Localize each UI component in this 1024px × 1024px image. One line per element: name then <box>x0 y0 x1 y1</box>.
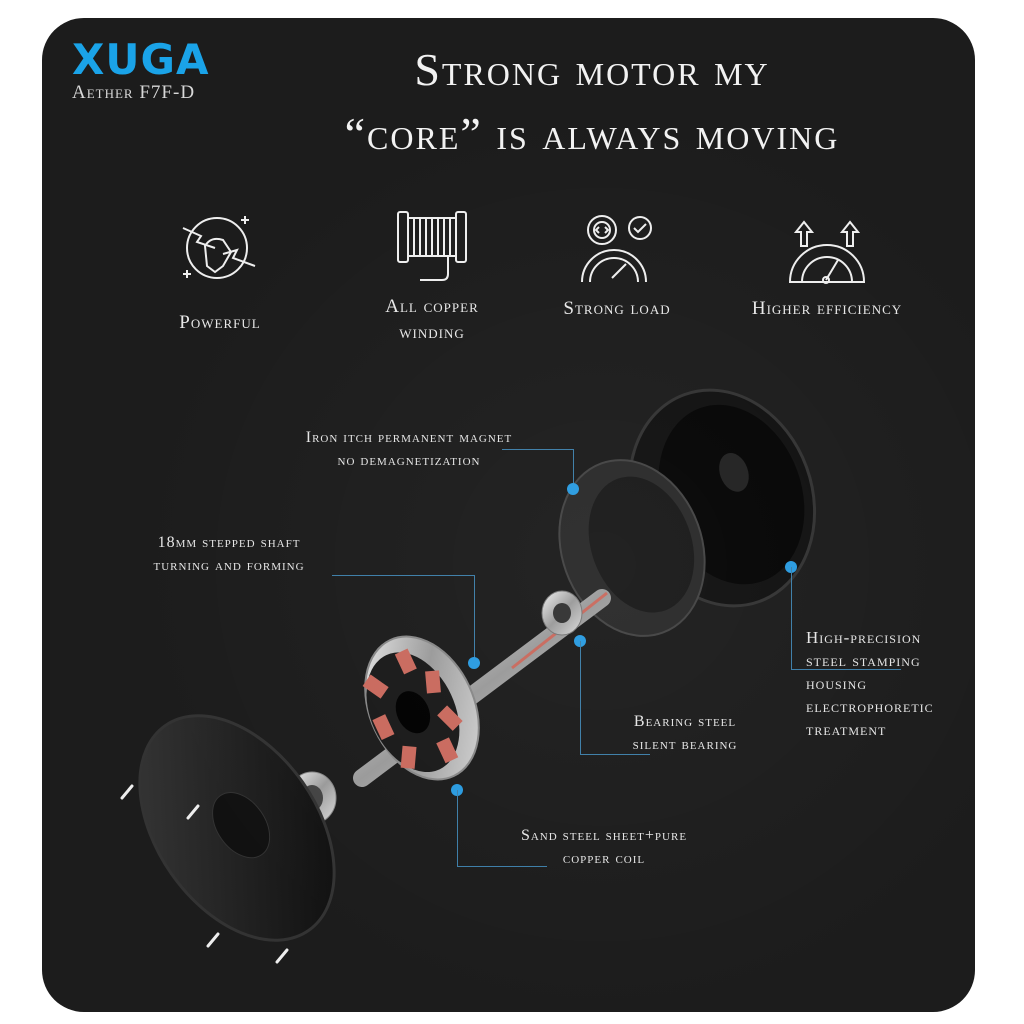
feature-label-line-1: All copper <box>385 296 479 317</box>
callout-line-magnet <box>502 449 574 450</box>
callout-line-stator-v <box>457 790 458 866</box>
headline-line-2: “core” is always moving <box>344 108 840 159</box>
feature-higher-efficiency: Higher efficiency <box>727 206 927 322</box>
callout-shaft-line-1: 18mm stepped shaft <box>157 534 301 551</box>
stator-rotor <box>362 635 480 781</box>
callout-magnet-line-2: no demagnetization <box>337 452 481 469</box>
callout-dot-magnet <box>567 483 579 495</box>
callout-housing: High-precision steel stamping housing el… <box>806 626 975 741</box>
bearing-front <box>541 590 583 636</box>
callout-line-housing <box>791 669 901 670</box>
callout-stator-line-1: Sand steel sheet+pure <box>520 827 688 844</box>
callout-line-bearing <box>580 754 650 755</box>
gear-gauge-check-icon <box>581 215 652 283</box>
callout-line-stator <box>457 866 547 867</box>
feature-label: Powerful <box>179 312 261 333</box>
feature-copper-winding: All copper winding <box>357 206 507 346</box>
callout-magnet-line-1: Iron itch permanent magnet <box>305 429 513 446</box>
callout-line-bearing-v <box>580 641 581 754</box>
callout-magnet: Iron itch permanent magnet no demagnetiz… <box>274 426 544 472</box>
callout-line-shaft-v <box>474 575 475 663</box>
power-fist-lightning-icon <box>182 216 256 279</box>
feature-label-line-2: winding <box>399 322 465 343</box>
feature-strong-load: Strong load <box>542 206 692 322</box>
feature-powerful: Powerful <box>160 206 280 336</box>
callout-housing-line-3: housing <box>806 674 867 693</box>
screws <box>120 784 289 964</box>
callout-line-shaft <box>332 575 474 576</box>
callout-housing-line-2: steel stamping <box>806 651 921 670</box>
callout-bearing: Bearing steel silent bearing <box>610 710 760 756</box>
copper-coil-spool-icon <box>397 211 467 281</box>
product-card: XUGA Aether F7F-D Strong motor my “core”… <box>42 18 975 1012</box>
callout-housing-line-5: treatment <box>806 720 887 739</box>
headline: Strong motor my “core” is always moving <box>232 38 952 166</box>
gauge-arrows-up-icon <box>788 220 866 284</box>
callout-stator: Sand steel sheet+pure copper coil <box>494 824 714 870</box>
callout-housing-line-1: High-precision <box>806 628 922 647</box>
callout-shaft: 18mm stepped shaft turning and forming <box>124 531 334 577</box>
callout-bearing-line-2: silent bearing <box>632 736 738 753</box>
brand-logo: XUGA <box>72 35 210 84</box>
callout-line-magnet-v <box>573 449 574 489</box>
motor-exploded-diagram <box>120 388 817 964</box>
feature-label: Strong load <box>563 298 671 319</box>
callout-housing-line-4: electrophoretic <box>806 697 934 716</box>
callout-shaft-line-2: turning and forming <box>153 557 305 574</box>
callout-dot-shaft <box>468 657 480 669</box>
model-name: Aether F7F-D <box>72 82 196 103</box>
callout-line-housing-v <box>791 567 792 669</box>
end-cap <box>138 714 336 942</box>
feature-label: Higher efficiency <box>751 298 903 319</box>
callout-stator-line-2: copper coil <box>562 850 646 867</box>
callout-bearing-line-1: Bearing steel <box>633 713 737 730</box>
headline-line-1: Strong motor my <box>414 44 770 95</box>
